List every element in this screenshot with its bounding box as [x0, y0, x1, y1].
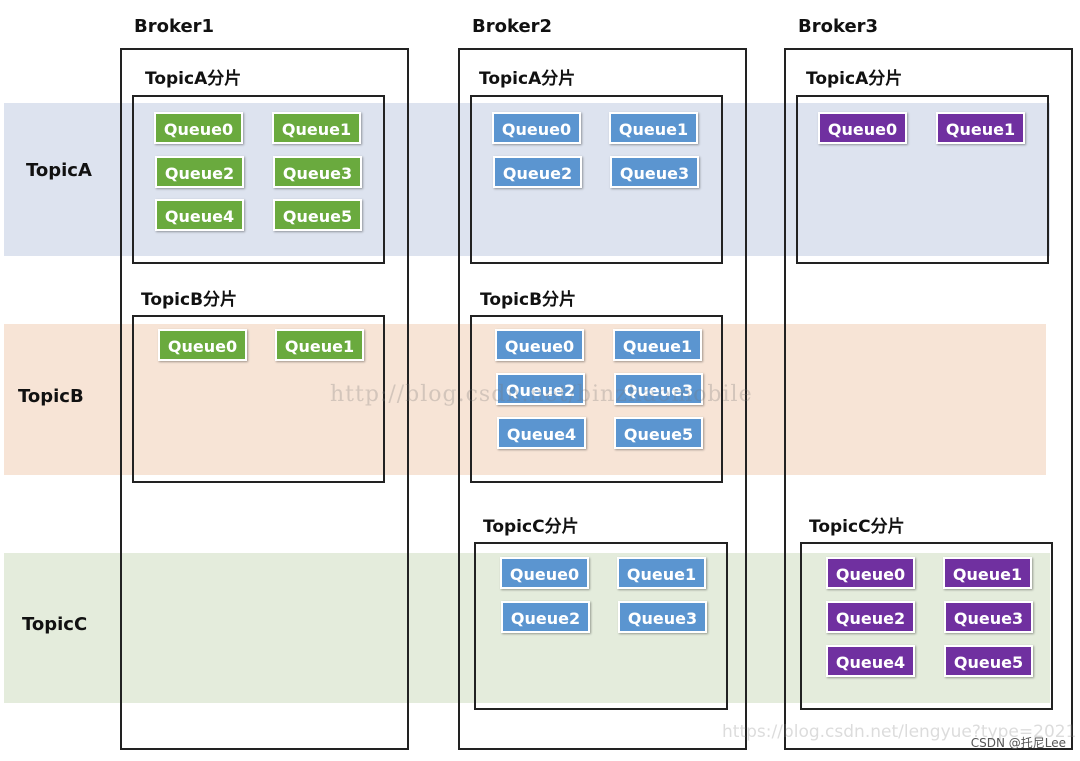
broker1-topicA-queue3: Queue3 [273, 156, 362, 188]
broker3-topicC-queue4: Queue4 [826, 645, 915, 677]
broker3-title: Broker3 [798, 16, 879, 37]
broker3-topicA-shard-label: TopicA分片 [806, 69, 903, 89]
broker2-topicC-shard-label: TopicC分片 [483, 517, 579, 537]
broker2-topicB-queue2: Queue2 [496, 373, 585, 405]
watermark-url-bottom: https://blog.csdn.net/lengyue?type=2021 [722, 722, 1077, 742]
broker2-box [458, 48, 747, 750]
broker1-topicB-queue1: Queue1 [275, 329, 364, 361]
broker2-topicB-shard-label: TopicB分片 [480, 290, 577, 310]
broker3-topicC-shard [800, 542, 1053, 710]
broker2-topicB-queue1: Queue1 [613, 329, 702, 361]
broker2-topicA-shard [470, 95, 723, 264]
broker2-topicA-queue1: Queue1 [609, 112, 698, 144]
broker2-topicC-queue3: Queue3 [618, 601, 707, 633]
broker2-topicB-queue4: Queue4 [497, 417, 586, 449]
broker1-topicA-shard-label: TopicA分片 [145, 69, 242, 89]
broker3-topicC-queue3: Queue3 [944, 601, 1033, 633]
broker2-topicA-queue3: Queue3 [610, 156, 699, 188]
broker1-topicB-queue0: Queue0 [158, 329, 247, 361]
broker1-topicB-shard-label: TopicB分片 [141, 290, 238, 310]
broker2-topicC-queue0: Queue0 [500, 557, 589, 589]
watermark-url: http://blog.csdn.net/binzhaomobile [330, 382, 753, 407]
broker1-topicA-queue1: Queue1 [272, 112, 361, 144]
broker1-topicA-queue2: Queue2 [155, 156, 244, 188]
broker2-topicA-shard-label: TopicA分片 [479, 69, 576, 89]
row-label-topicB: TopicB [18, 386, 84, 407]
broker3-box [784, 48, 1073, 750]
broker2-topicC-queue2: Queue2 [501, 601, 590, 633]
broker2-topicB-queue3: Queue3 [614, 373, 703, 405]
broker3-topicC-queue2: Queue2 [826, 601, 915, 633]
broker1-title: Broker1 [134, 16, 215, 37]
broker3-topicA-queue1: Queue1 [936, 112, 1025, 144]
broker3-topicC-queue0: Queue0 [826, 557, 915, 589]
broker2-topicC-queue1: Queue1 [617, 557, 706, 589]
broker3-topicA-shard [796, 95, 1049, 264]
broker1-topicA-queue0: Queue0 [154, 112, 243, 144]
row-label-topicC: TopicC [22, 614, 88, 635]
csdn-credit: CSDN @托尼Lee [970, 736, 1066, 750]
broker2-topicB-queue5: Queue5 [614, 417, 703, 449]
broker1-box [120, 48, 409, 750]
broker1-topicA-queue4: Queue4 [155, 199, 244, 231]
broker3-topicC-shard-label: TopicC分片 [809, 517, 905, 537]
broker2-topicB-queue0: Queue0 [495, 329, 584, 361]
broker1-topicA-shard [132, 95, 385, 264]
broker2-topicC-shard [474, 542, 728, 710]
broker2-title: Broker2 [472, 16, 553, 37]
broker1-topicA-queue5: Queue5 [273, 199, 362, 231]
broker2-topicA-queue2: Queue2 [493, 156, 582, 188]
broker3-topicC-queue5: Queue5 [944, 645, 1033, 677]
broker1-topicB-shard [132, 315, 385, 483]
broker2-topicB-shard [470, 315, 723, 483]
broker3-topicA-queue0: Queue0 [818, 112, 907, 144]
broker3-topicC-queue1: Queue1 [943, 557, 1032, 589]
row-label-topicA: TopicA [26, 160, 92, 181]
broker2-topicA-queue0: Queue0 [492, 112, 581, 144]
